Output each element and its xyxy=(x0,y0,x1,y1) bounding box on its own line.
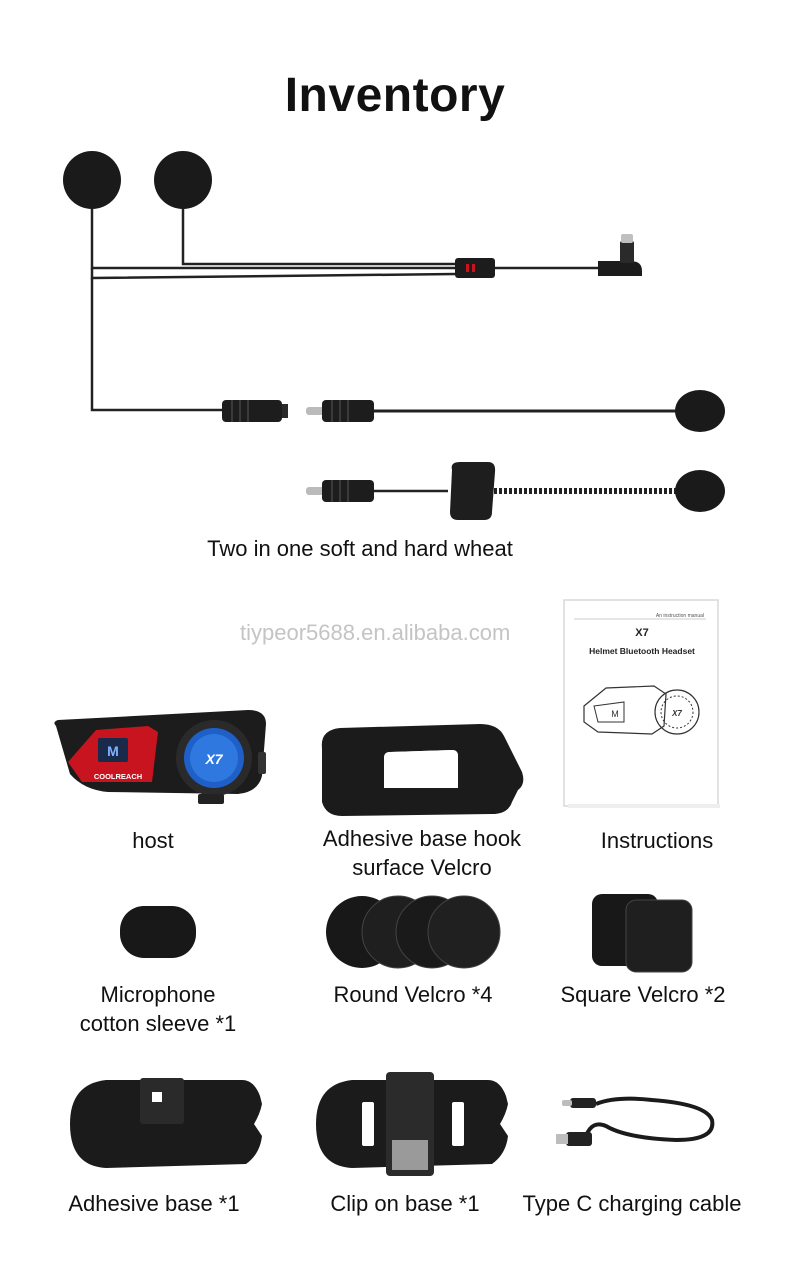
caption-instructions: Instructions xyxy=(600,828,714,853)
caption-host: host xyxy=(132,828,174,853)
manual-product: Helmet Bluetooth Headset xyxy=(589,646,695,656)
host-device-image: M COOLREACH X7 xyxy=(54,710,267,804)
caption-mic-sleeve-line2: cotton sleeve *1 xyxy=(79,1011,237,1036)
svg-text:X7: X7 xyxy=(671,709,682,718)
speaker-right xyxy=(154,151,212,209)
manual-m-button-label: M xyxy=(611,709,619,719)
caption-round-velcro: Round Velcro *4 xyxy=(333,982,493,1007)
caption-charging-cable: Type C charging cable xyxy=(522,1191,742,1216)
speaker-cable-assembly xyxy=(63,151,725,520)
svg-text:X7: X7 xyxy=(204,751,223,767)
mic-foam-hard xyxy=(675,390,725,432)
caption-adhesive-hook-velcro-line1: Adhesive base hook xyxy=(322,826,522,851)
caption-square-velcro: Square Velcro *2 xyxy=(560,982,726,1007)
caption-adhesive-base: Adhesive base *1 xyxy=(68,1191,240,1216)
cable-caption: Two in one soft and hard wheat xyxy=(207,536,513,561)
manual-small-text: An instruction manual xyxy=(656,613,704,619)
mic-sleeve-image xyxy=(120,906,196,958)
adhesive-base-image xyxy=(70,1078,262,1168)
speaker-left xyxy=(63,151,121,209)
adhesive-hook-velcro-image xyxy=(321,724,524,816)
charging-cable-image xyxy=(556,1096,715,1146)
clip-base-image xyxy=(316,1072,508,1176)
mic-foam-soft xyxy=(675,470,725,512)
manual-model: X7 xyxy=(635,627,648,639)
round-velcro-image xyxy=(326,895,501,969)
instruction-manual-image: An instruction manual X7 Helmet Bluetoot… xyxy=(563,599,720,808)
page-title: Inventory xyxy=(284,69,506,122)
caption-clip-base: Clip on base *1 xyxy=(330,1191,480,1216)
square-velcro-image xyxy=(592,894,693,973)
watermark: tiypeor5688.en.alibaba.com xyxy=(240,620,511,645)
host-brand-label: COOLREACH xyxy=(94,772,142,781)
host-m-button-label: M xyxy=(107,743,119,759)
caption-adhesive-hook-velcro-line2: surface Velcro xyxy=(352,855,492,880)
caption-mic-sleeve-line1: Microphone xyxy=(100,982,216,1007)
